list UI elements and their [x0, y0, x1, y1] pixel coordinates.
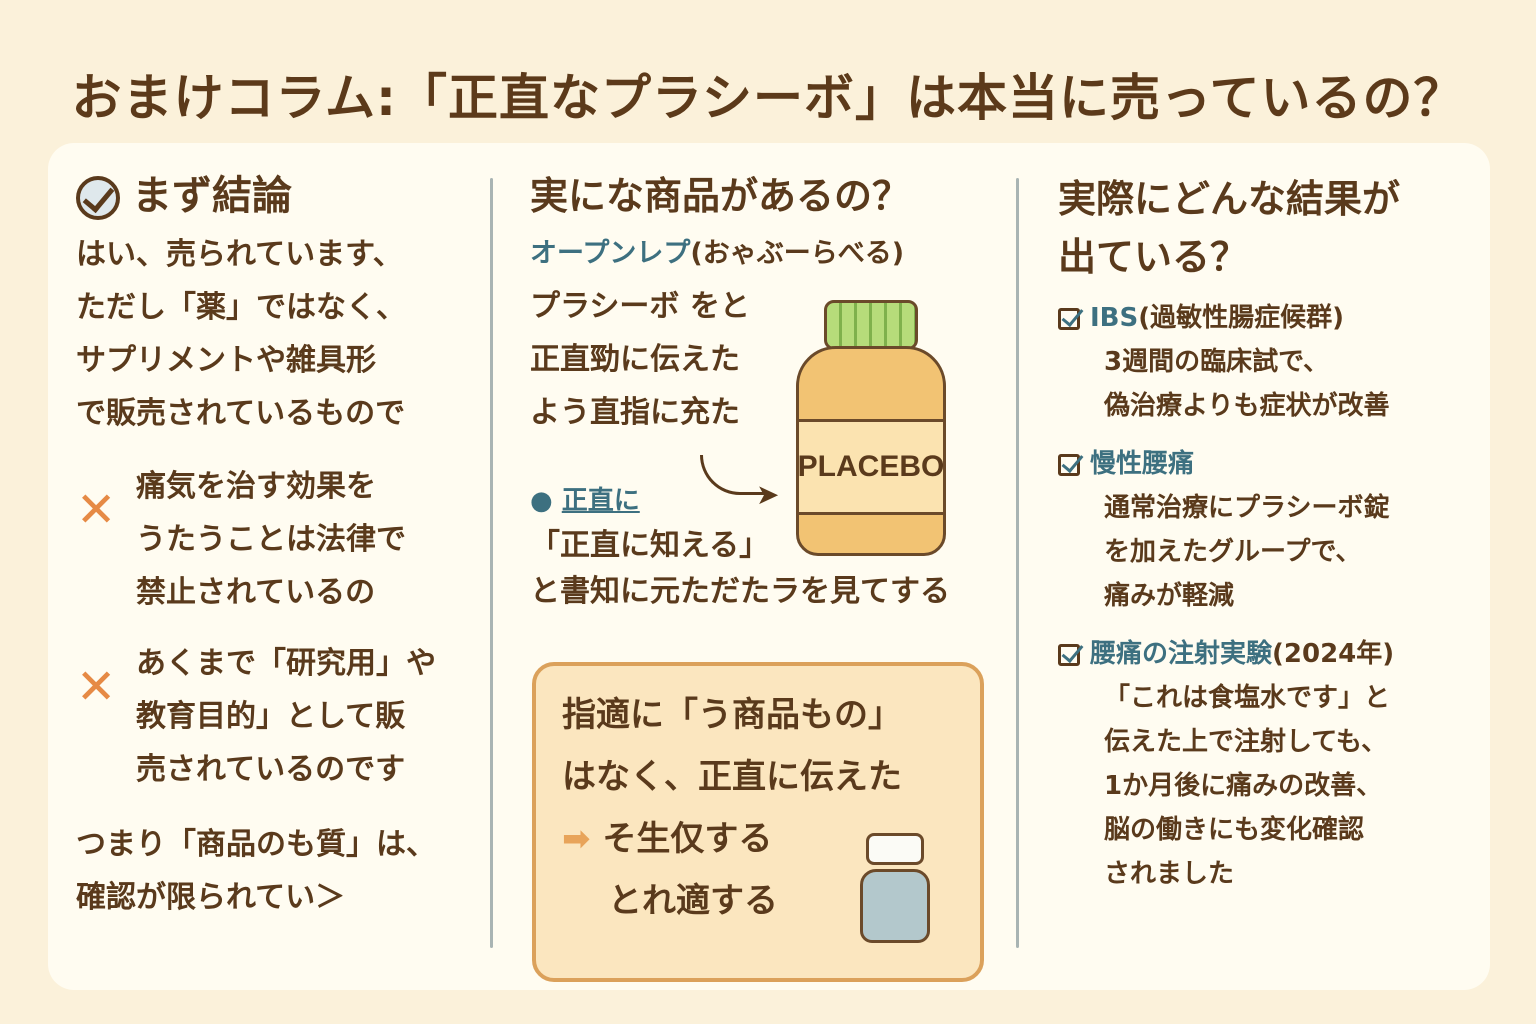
result-line: 1か月後に痛みの改善、 [1104, 771, 1383, 801]
result-title: IBS [1090, 303, 1139, 333]
results-heading: 実際にどんな結果が [1058, 177, 1401, 221]
product-desc: プラシーボ をと 正直勁に伝えた よう直指に充た [530, 280, 990, 439]
note-box: 指適に「う商品もの」 はなく、正直に伝えた ➡ そ生仅する とれ適する [532, 662, 984, 982]
products-heading: 実にな商品があるの？ [530, 174, 911, 218]
x-icon: ✕ [76, 659, 117, 715]
bullet-item: ● 正直に [530, 486, 640, 516]
result-line: 3週間の臨床試で、 [1104, 347, 1330, 377]
x-icon: ✕ [76, 482, 117, 538]
conclusion-line: 確認が限られてい＞ [76, 880, 346, 915]
note-arrow-text: そ生仅する [602, 819, 773, 859]
quote-line: 「正直に知える」 [530, 528, 770, 563]
product-name: オープンレプ [530, 238, 691, 269]
intro-line: はい、売られています、 [76, 237, 403, 272]
result-title-suffix: (2024年) [1272, 639, 1395, 669]
column-divider [1016, 178, 1019, 948]
note-arrow-text: とれ適する [608, 881, 778, 921]
check-circle-icon [76, 176, 120, 220]
result-line: を加えたグループで、 [1104, 537, 1362, 567]
result-line: 脳の働きにも変化確認 [1104, 815, 1365, 845]
desc-line: 正直勁に伝えた [530, 342, 740, 377]
results-column: 実際にどんな結果が 出ている？ IBS(過敏性腸症候群) 3週間の臨床試で、 偽… [1058, 170, 1478, 896]
placebo-bottle-icon: PLACEBO [796, 300, 946, 570]
checkbox-icon [1058, 453, 1080, 476]
result-title: 慢性腰痛 [1090, 449, 1195, 479]
x-item-line: 教育目的」として販 [136, 699, 406, 734]
intro-line: ただし「薬」ではなく、 [76, 290, 406, 325]
product-reading: (おゃぶーらべる) [690, 238, 905, 269]
x-item-line: あくまで「研究用」や [136, 646, 436, 681]
note-line: 指適に「う商品もの」 [562, 695, 902, 735]
result-line: 伝えた上で注射しても、 [1104, 727, 1388, 757]
note-line: はなく、正直に伝えた [562, 757, 902, 797]
quote-line: と書知に元ただたラを見てする [530, 574, 950, 609]
conclusion-line: つまり「商品のも質」は、 [76, 827, 436, 862]
result-item: IBS(過敏性腸症候群) 3週間の臨床試で、 偽治療よりも症状が改善 [1058, 296, 1478, 428]
intro-line: で販売されているもので [76, 396, 406, 431]
bottle-cap [824, 300, 918, 350]
arrow-right-icon: ➡ [562, 819, 591, 859]
result-line: 通常治療にプラシーボ錠 [1104, 493, 1390, 523]
x-item: ✕ 痛気を治す効果を うたうことは法律で 禁止されているの [76, 460, 476, 619]
result-title: 腰痛の注射実験 [1090, 639, 1273, 669]
checkbox-icon [1058, 643, 1080, 666]
bottle-label: PLACEBO [798, 419, 944, 515]
x-item-line: 売されているのです [136, 752, 406, 787]
result-line: 「これは食塩水です」と [1104, 683, 1391, 713]
bullet-text: 正直に [561, 486, 640, 516]
intro-line: サプリメントや雑具形 [76, 343, 376, 378]
x-item-line: うたうことは法律で [136, 522, 406, 557]
desc-line: よう直指に充た [530, 395, 740, 430]
products-column: 実にな商品があるの？ オープンレプ(おゃぶーらべる) プラシーボ をと 正直勁に… [530, 170, 990, 615]
result-line: 偽治療よりも症状が改善 [1104, 391, 1390, 421]
conclusion-heading: まず結論 [76, 170, 476, 222]
x-item-line: 禁止されているの [136, 575, 376, 610]
desc-line: プラシーボ をと [530, 289, 750, 324]
vial-body [860, 869, 930, 943]
column-divider [490, 178, 493, 948]
x-item: ✕ あくまで「研究用」や 教育目的」として販 売されているのです [76, 637, 476, 796]
result-item: 慢性腰痛 通常治療にプラシーボ錠 を加えたグループで、 痛みが軽減 [1058, 442, 1478, 618]
result-line: されました [1104, 859, 1235, 889]
x-item-line: 痛気を治す効果を [136, 469, 376, 504]
checkbox-icon [1058, 307, 1080, 330]
result-title-suffix: (過敏性腸症候群) [1138, 303, 1344, 333]
conclusion-text: つまり「商品のも質」は、 確認が限られてい＞ [76, 818, 476, 924]
vial-cap [866, 833, 924, 865]
product-name-row: オープンレプ(おゃぶーらべる) [530, 232, 990, 276]
bottle-body: PLACEBO [796, 346, 946, 556]
results-heading: 出ている？ [1058, 235, 1249, 279]
note-arrow-line: ➡ そ生仅する [562, 808, 954, 870]
heading-text: まず結論 [132, 173, 292, 219]
result-item: 腰痛の注射実験(2024年) 「これは食塩水です」と 伝えた上で注射しても、 1… [1058, 632, 1478, 896]
page-title: おまけコラム:「正直なプラシーボ」は本当に売っているの？ [71, 69, 1465, 127]
arrow-head-icon: ➤ [756, 478, 780, 511]
conclusion-column: まず結論 はい、売られています、 ただし「薬」ではなく、 サプリメントや雑具形 … [76, 170, 476, 924]
result-line: 痛みが軽減 [1104, 581, 1235, 611]
intro-text: はい、売られています、 ただし「薬」ではなく、 サプリメントや雑具形 で販売され… [76, 228, 476, 440]
vial-icon [860, 833, 930, 943]
